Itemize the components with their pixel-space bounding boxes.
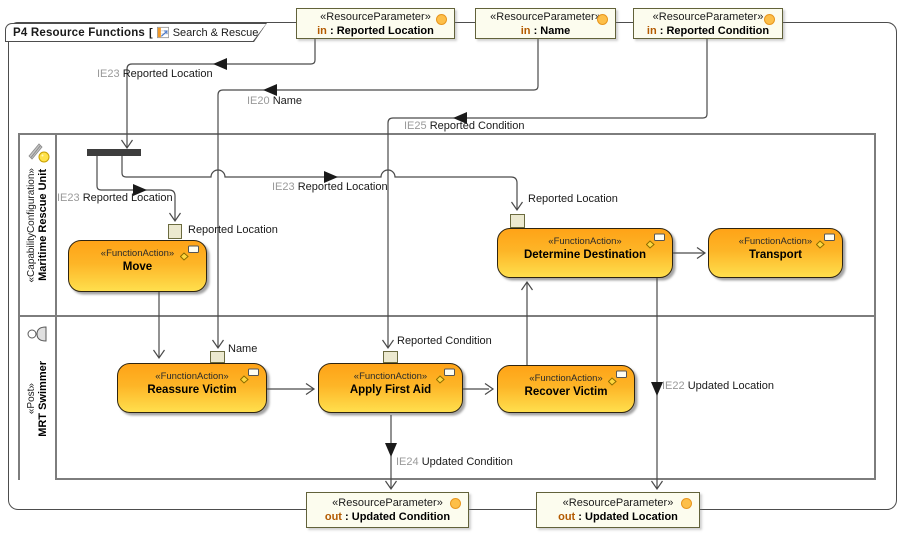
parameter-in-reported-condition[interactable]: «ResourceParameter» in : Reported Condit… — [633, 8, 783, 39]
direction-label: in — [317, 25, 327, 37]
diagram-kind-icon — [157, 26, 169, 39]
swimlane-block: «CapabilityConfiguration» Maritime Rescu… — [18, 133, 876, 480]
action-name: Reassure Victim — [147, 384, 237, 396]
action-stereotype: «FunctionAction» — [529, 373, 603, 384]
parameter-ball-icon — [597, 14, 608, 25]
parameter-ball-icon — [681, 498, 692, 509]
parameter-name: Name — [540, 25, 571, 37]
direction-label: in — [520, 25, 531, 37]
diagram-context: Search & Rescue — [172, 26, 259, 39]
behavior-decoration-icon — [180, 245, 199, 261]
edge-label-ie22-updated-location[interactable]: IE22 Updated Location — [662, 380, 774, 392]
parameter-out-updated-condition[interactable]: «ResourceParameter» out : Updated Condit… — [306, 492, 469, 528]
edge-label-ie23-reported-location[interactable]: IE23 Reported Location — [57, 192, 173, 204]
action-apply-first-aid[interactable]: «FunctionAction» Apply First Aid — [318, 363, 463, 413]
action-reassure-victim[interactable]: «FunctionAction» Reassure Victim — [117, 363, 267, 413]
direction-label: out — [558, 511, 576, 523]
input-pin-reassure-name[interactable] — [210, 351, 225, 363]
stereotype-label: «ResourceParameter» — [490, 11, 601, 23]
parameter-name: Reported Location — [336, 25, 434, 37]
stereotype-label: «ResourceParameter» — [332, 497, 443, 509]
parameter-out-updated-location[interactable]: «ResourceParameter» out : Updated Locati… — [536, 492, 700, 528]
edge-label-ie24-updated-condition[interactable]: IE24 Updated Condition — [396, 456, 513, 468]
input-pin-afa-reported-condition[interactable] — [383, 351, 398, 363]
action-transport[interactable]: «FunctionAction» Transport — [708, 228, 843, 278]
action-name: Determine Destination — [523, 249, 647, 261]
colon-separator: : — [575, 511, 585, 523]
parameter-ball-icon — [450, 498, 461, 509]
edge-label-ie25-reported-condition[interactable]: IE25 Reported Condition — [404, 120, 525, 132]
direction-label: in — [646, 25, 657, 37]
action-stereotype: «FunctionAction» — [155, 371, 229, 382]
lane-header-maritime-rescue-unit[interactable]: «CapabilityConfiguration» Maritime Rescu… — [20, 135, 57, 315]
parameter-ball-icon — [764, 14, 775, 25]
parameter-name: Updated Condition — [351, 511, 451, 523]
parameter-name: Updated Location — [585, 511, 678, 523]
action-name: Recover Victim — [524, 386, 608, 398]
lane-stereotype: «CapabilityConfiguration» — [26, 167, 37, 283]
lane-divider — [57, 315, 874, 317]
post-person-icon — [27, 326, 47, 342]
edge-label-ie23-reported-location[interactable]: IE23 Reported Location — [272, 181, 388, 193]
capability-configuration-icon — [28, 143, 50, 163]
parameter-in-name[interactable]: «ResourceParameter» in : Name — [475, 8, 616, 39]
behavior-decoration-icon — [240, 368, 259, 384]
behavior-decoration-icon — [436, 368, 455, 384]
action-stereotype: «FunctionAction» — [738, 236, 813, 247]
action-name: Apply First Aid — [349, 384, 432, 396]
fork-node[interactable] — [87, 149, 141, 156]
lane-stereotype: «Post» — [26, 382, 37, 415]
edge-label-ie23-reported-location[interactable]: IE23 Reported Location — [97, 68, 213, 80]
diagram-title-tab[interactable]: P4 Resource Functions [ Search & Rescue … — [6, 24, 266, 41]
colon-separator: : — [656, 25, 667, 37]
parameter-in-reported-location[interactable]: «ResourceParameter» in : Reported Locati… — [296, 8, 455, 39]
behavior-decoration-icon — [816, 233, 835, 249]
direction-label: out — [324, 511, 342, 523]
action-name: Move — [122, 261, 153, 273]
diagram-title: P4 Resource Functions — [13, 26, 146, 39]
colon-separator: : — [530, 25, 541, 37]
action-determine-destination[interactable]: «FunctionAction» Determine Destination — [497, 228, 673, 278]
colon-separator: : — [326, 25, 337, 37]
behavior-decoration-icon — [608, 370, 627, 386]
action-move[interactable]: «FunctionAction» Move — [68, 240, 207, 292]
parameter-name: Reported Condition — [666, 25, 770, 37]
input-pin-move-reported-location[interactable] — [168, 224, 182, 239]
colon-separator: : — [341, 511, 352, 523]
parameter-ball-icon — [436, 14, 447, 25]
behavior-decoration-icon — [646, 233, 665, 249]
bracket-open: [ — [149, 26, 153, 39]
lane-name: MRT Swimmer — [37, 360, 49, 437]
input-pin-dd-reported-location[interactable] — [510, 214, 525, 228]
stereotype-label: «ResourceParameter» — [320, 11, 431, 23]
pin-label-reported-location[interactable]: Reported Location — [528, 193, 618, 205]
pin-label-reported-condition[interactable]: Reported Condition — [397, 335, 492, 347]
lane-name: Maritime Rescue Unit — [37, 169, 49, 281]
action-recover-victim[interactable]: «FunctionAction» Recover Victim — [497, 365, 635, 413]
pin-label-reported-location[interactable]: Reported Location — [188, 224, 278, 236]
action-stereotype: «FunctionAction» — [353, 371, 428, 382]
pin-label-name[interactable]: Name — [228, 343, 258, 355]
stereotype-label: «ResourceParameter» — [562, 497, 674, 509]
action-stereotype: «FunctionAction» — [100, 248, 175, 259]
stereotype-label: «ResourceParameter» — [652, 11, 764, 23]
action-name: Transport — [748, 249, 803, 261]
lane-header-mrt-swimmer[interactable]: «Post» MRT Swimmer — [20, 315, 57, 480]
edge-label-ie20-name[interactable]: IE20 Name — [247, 95, 303, 107]
